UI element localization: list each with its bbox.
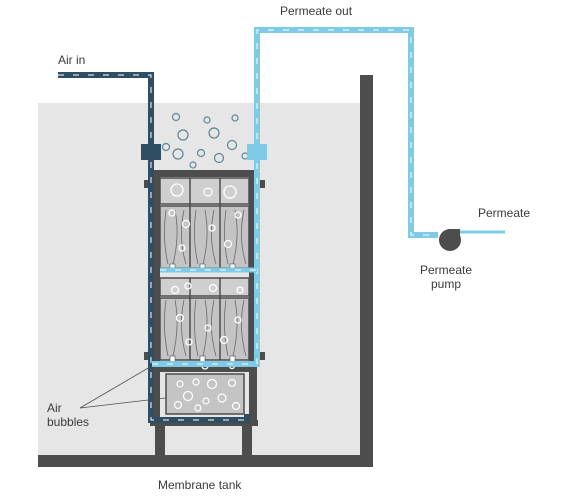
air-bubbles-label-line2: bubbles: [47, 415, 90, 429]
air-pipe: [58, 72, 250, 423]
tank-right-wall: [360, 75, 373, 467]
air-bubbles-leaders: [79, 366, 166, 409]
membrane-tank-label: Membrane tank: [158, 478, 242, 492]
permeate-pump-label: Permeate pump: [408, 263, 484, 291]
permeate-pump-label-line1: Permeate: [419, 263, 473, 277]
permeate-pipe: [152, 27, 505, 367]
permeate-pump-label-line2: pump: [430, 277, 462, 291]
upper-membrane-cassette: [159, 177, 250, 271]
lower-membrane-cassette: [159, 277, 250, 363]
permeate-out-label: Permeate out: [280, 4, 353, 18]
surface-bubbles: [161, 112, 249, 169]
aeration-diffuser: [165, 373, 245, 415]
air-in-label: Air in: [58, 53, 86, 67]
permeate-label: Permeate: [478, 206, 531, 220]
air-bubbles-label: Air bubbles: [47, 401, 89, 429]
air-bubbles-label-line1: Air: [47, 401, 62, 415]
permeate-pump-icon: [439, 229, 461, 251]
tank-floor: [38, 455, 373, 467]
